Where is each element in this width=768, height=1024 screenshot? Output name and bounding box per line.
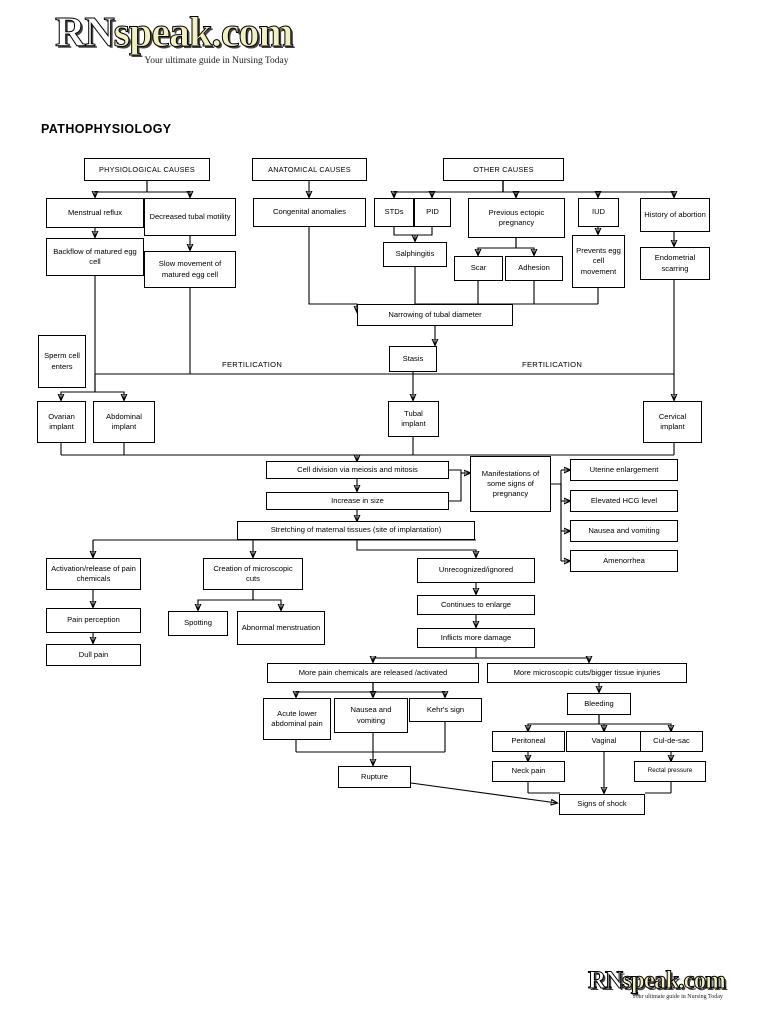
- node-tubal-implant[interactable]: Tubal implant: [388, 401, 439, 437]
- node-cervical-implant[interactable]: Cervical implant: [643, 401, 702, 443]
- node-vaginal[interactable]: Vaginal: [566, 731, 642, 752]
- node-inflicts-more-damage[interactable]: Inflicts more damage: [417, 628, 535, 648]
- node-bleeding[interactable]: Bleeding: [567, 693, 631, 715]
- label-fertilization-left: FERTILICATION: [220, 360, 285, 369]
- node-amenorrhea[interactable]: Amenorrhea: [570, 550, 678, 572]
- node-anatomical-causes[interactable]: ANATOMICAL CAUSES: [252, 158, 367, 181]
- node-increase-in-size[interactable]: Increase in size: [266, 492, 449, 510]
- node-backflow-of-matured-egg-cell[interactable]: Backflow of matured egg cell: [46, 238, 144, 276]
- node-ovarian-implant[interactable]: Ovarian implant: [37, 401, 86, 443]
- node-sperm-cell-enters[interactable]: Sperm cell enters: [38, 335, 86, 388]
- footer-logo-tagline: Your ultimate guide in Nursing Today: [631, 994, 723, 1000]
- node-continues-to-enlarge[interactable]: Continues to enlarge: [417, 595, 535, 615]
- node-history-of-abortion[interactable]: History of abortion: [640, 198, 710, 232]
- node-cell-division[interactable]: Cell division via meiosis and mitosis: [266, 461, 449, 479]
- node-cul-de-sac[interactable]: Cul-de-sac: [640, 731, 703, 752]
- node-nausea-and-vomiting-right[interactable]: Nausea and vomiting: [570, 520, 678, 542]
- node-pain-perception[interactable]: Pain perception: [46, 608, 141, 633]
- node-nausea-and-vomiting-bottom[interactable]: Nausea and vomiting: [334, 698, 408, 733]
- node-adhesion[interactable]: Adhesion: [505, 256, 563, 281]
- node-prevents-egg-cell-movement[interactable]: Prevents egg cell movement: [572, 235, 625, 288]
- node-acute-lower-abdominal-pain[interactable]: Acute lower abdominal pain: [263, 698, 331, 740]
- node-unrecognized-ignored[interactable]: Unrecognized/ignored: [417, 558, 535, 583]
- label-fertilization-right: FERTILICATION: [520, 360, 585, 369]
- footer-logo-wordmark: RNspeak.com: [587, 967, 727, 994]
- node-creation-of-microscopic-cuts[interactable]: Creation of microscopic cuts: [203, 558, 303, 590]
- logo-speak-text: speak.com: [113, 10, 294, 56]
- node-congenital-anomalies[interactable]: Congenital anomalies: [253, 198, 366, 227]
- node-previous-ectopic-pregnancy[interactable]: Previous ectopic pregnancy: [468, 198, 565, 238]
- node-physiological-causes[interactable]: PHYSIOLOGICAL CAUSES: [84, 158, 210, 181]
- logo-tagline: Your ultimate guide in Nursing Today: [144, 56, 289, 66]
- node-slow-movement-of-matured-egg-cell[interactable]: Slow movement of matured egg cell: [144, 251, 236, 288]
- node-abdominal-implant[interactable]: Abdominal implant: [93, 401, 155, 443]
- node-spotting[interactable]: Spotting: [168, 611, 228, 636]
- node-rectal-pressure[interactable]: Rectal pressure: [634, 761, 706, 782]
- node-manifestations-of-pregnancy-signs[interactable]: Manifestations of some signs of pregnanc…: [470, 456, 551, 512]
- node-stretching-of-maternal-tissues[interactable]: Stretching of maternal tissues (site of …: [237, 521, 475, 540]
- node-endometrial-scarring[interactable]: Endometrial scarring: [640, 247, 710, 280]
- node-decreased-tubal-motility[interactable]: Decreased tubal motility: [144, 198, 236, 236]
- node-other-causes[interactable]: OTHER CAUSES: [443, 158, 564, 181]
- rnspeak-logo-footer: RNspeak.com Your ultimate guide in Nursi…: [587, 967, 727, 1001]
- node-neck-pain[interactable]: Neck pain: [492, 761, 565, 782]
- node-stasis[interactable]: Stasis: [389, 346, 437, 372]
- rnspeak-logo-header: RNspeak.com Your ultimate guide in Nursi…: [55, 10, 295, 67]
- node-stds[interactable]: STDs: [374, 198, 414, 227]
- node-more-pain-chemicals-released[interactable]: More pain chemicals are released /activa…: [267, 663, 479, 683]
- footer-logo-speak-text: speak.com: [622, 967, 727, 994]
- logo-rn-text: RN: [55, 10, 116, 56]
- node-rupture[interactable]: Rupture: [338, 766, 411, 788]
- logo-wordmark: RNspeak.com: [55, 10, 295, 56]
- node-scar[interactable]: Scar: [454, 256, 503, 281]
- node-abnormal-menstruation[interactable]: Abnormal menstruation: [237, 611, 325, 645]
- node-kehrs-sign[interactable]: Kehr's sign: [409, 698, 482, 722]
- node-pid[interactable]: PID: [414, 198, 451, 227]
- node-dull-pain[interactable]: Dull pain: [46, 644, 141, 666]
- node-elevated-hcg-level[interactable]: Elevated HCG level: [570, 490, 678, 512]
- node-uterine-enlargement[interactable]: Uterine enlargement: [570, 459, 678, 481]
- page-title: PATHOPHYSIOLOGY: [41, 122, 172, 136]
- node-activation-release-pain-chemicals[interactable]: Activation/release of pain chemicals: [46, 558, 141, 590]
- node-narrowing-of-tubal-diameter[interactable]: Narrowing of tubal diameter: [357, 304, 513, 326]
- node-signs-of-shock[interactable]: Signs of shock: [559, 794, 645, 815]
- node-salphingitis[interactable]: Salphingitis: [383, 242, 447, 267]
- node-iud[interactable]: IUD: [578, 198, 619, 227]
- node-more-microscopic-cuts[interactable]: More microscopic cuts/bigger tissue inju…: [487, 663, 687, 683]
- footer-logo-rn-text: RN: [587, 967, 623, 994]
- node-menstrual-reflux[interactable]: Menstrual reflux: [46, 198, 144, 228]
- node-peritoneal[interactable]: Peritoneal: [492, 731, 565, 752]
